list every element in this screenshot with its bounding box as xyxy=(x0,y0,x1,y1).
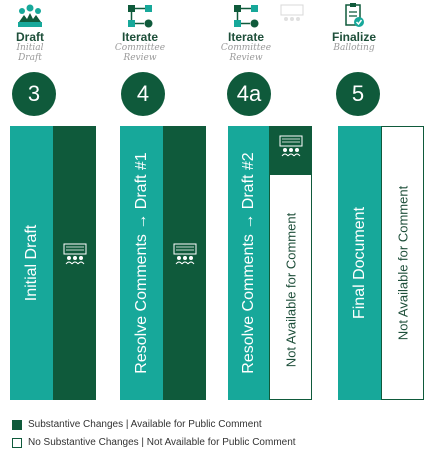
bar-substantive: Initial Draft xyxy=(10,126,53,400)
step-number-circle: 3 xyxy=(12,72,56,116)
bar-label: Initial Draft xyxy=(22,224,40,302)
meeting-icon xyxy=(63,243,86,265)
stage-title: Iterate xyxy=(227,30,265,44)
legend-label: Substantive Changes | Available for Publ… xyxy=(28,419,262,430)
stage-title: Finalize xyxy=(331,30,376,44)
legend-swatch xyxy=(12,420,22,430)
bar-label: Resolve Comments → Draft #1 xyxy=(132,152,150,374)
meeting-icon xyxy=(279,135,302,157)
step-number-circle: 5 xyxy=(336,72,380,116)
bar-label: Not Available for Comment xyxy=(283,212,298,368)
people-hands-icon xyxy=(18,4,42,27)
bar-no-comment: Not Available for Comment xyxy=(269,126,312,400)
stage-subtitle: Committee Review xyxy=(220,43,272,63)
process-flow-icon xyxy=(234,5,259,28)
stage-title: Iterate xyxy=(121,30,159,44)
bar-label: Not Available for Comment xyxy=(395,185,410,341)
stage-subtitle: Committee Review xyxy=(114,43,166,63)
process-flow-icon xyxy=(128,5,153,28)
step-number-circle: 4a xyxy=(227,72,271,116)
stage-title: Draft xyxy=(15,30,44,44)
bar-no-comment: Not Available for Comment xyxy=(381,126,424,400)
legend-swatch xyxy=(12,438,22,448)
bar-substantive: Resolve Comments → Draft #2 xyxy=(228,126,269,400)
step-number-circle: 4 xyxy=(121,72,165,116)
bar-public-comment xyxy=(53,126,96,400)
bar-substantive: Final Document xyxy=(338,126,381,400)
bar-public-comment xyxy=(163,126,206,400)
meeting-icon xyxy=(173,243,196,265)
bar-substantive: Resolve Comments → Draft #1 xyxy=(120,126,163,400)
bar-label: Final Document xyxy=(350,206,368,320)
stage-subtitle: Balloting xyxy=(333,43,375,53)
bar-label: Resolve Comments → Draft #2 xyxy=(239,152,257,374)
meeting-faded-icon xyxy=(280,4,304,21)
clipboard-check-icon xyxy=(345,3,364,27)
stage-subtitle: Initial Draft xyxy=(16,43,44,63)
legend-label: No Substantive Changes | Not Available f… xyxy=(28,437,296,448)
public-comment-block xyxy=(270,127,311,175)
